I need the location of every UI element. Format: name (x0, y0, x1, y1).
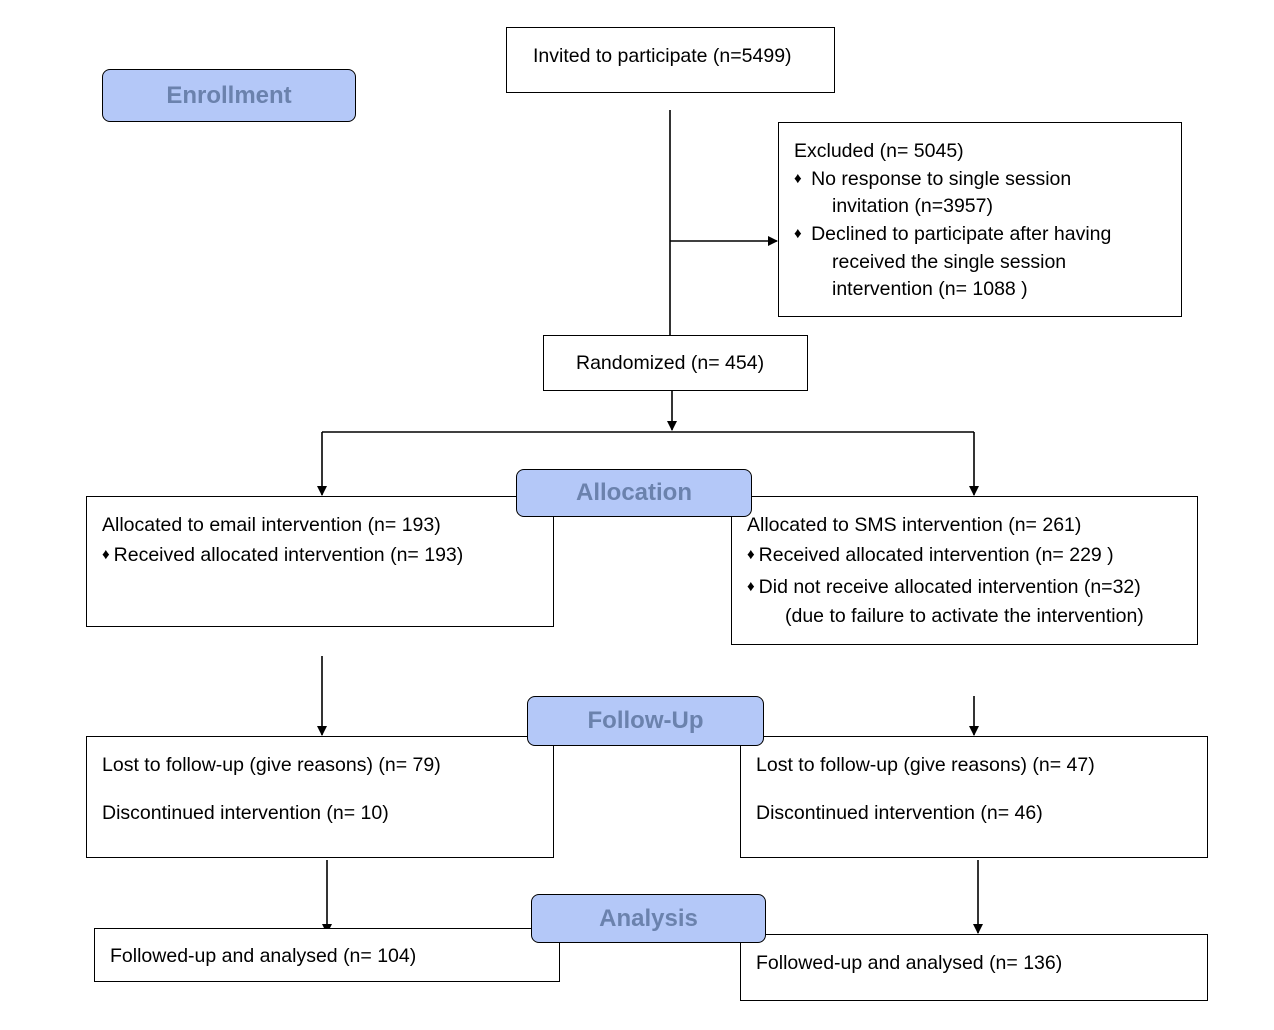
email-allocation-box: Allocated to email intervention (n= 193)… (86, 496, 554, 627)
excluded-title: Excluded (n= 5045) (794, 140, 964, 162)
invited-box: Invited to participate (n=5499) (506, 27, 835, 93)
bullet-icon: ♦ (794, 225, 802, 242)
bullet-icon: ♦ (102, 546, 110, 563)
sms-received-text: Received allocated intervention (n= 229 … (758, 544, 1114, 566)
email-received-text: Received allocated intervention (n= 193) (113, 544, 464, 566)
sms-lost-text: Lost to follow-up (give reasons) (n= 47) (756, 754, 1095, 776)
email-analysis-box: Followed-up and analysed (n= 104) (94, 928, 560, 982)
sms-allocated-text: Allocated to SMS intervention (n= 261) (747, 514, 1082, 536)
email-analysed-text: Followed-up and analysed (n= 104) (110, 945, 417, 967)
randomized-box: Randomized (n= 454) (543, 335, 808, 391)
excluded-box: Excluded (n= 5045) ♦ No response to sing… (778, 122, 1182, 317)
excluded-declined-line-2: received the single session (832, 251, 1067, 273)
allocation-stage-label: Allocation (516, 469, 752, 517)
excluded-declined-line-3: intervention (n= 1088 ) (832, 278, 1028, 300)
invited-text: Invited to participate (n=5499) (533, 45, 792, 67)
randomized-text: Randomized (n= 454) (576, 352, 765, 374)
email-discontinued-text: Discontinued intervention (n= 10) (102, 802, 389, 824)
email-received: ♦Received allocated intervention (n= 193… (102, 544, 463, 567)
sms-discontinued-text: Discontinued intervention (n= 46) (756, 802, 1043, 824)
sms-received: ♦Received allocated intervention (n= 229… (747, 544, 1114, 567)
follow-up-stage-label: Follow-Up (527, 696, 764, 746)
sms-followup-box: Lost to follow-up (give reasons) (n= 47)… (740, 736, 1208, 858)
email-followup-box: Lost to follow-up (give reasons) (n= 79)… (86, 736, 554, 858)
bullet-icon: ♦ (794, 170, 802, 187)
bullet-icon: ♦ (747, 546, 755, 563)
bullet-icon: ♦ (747, 578, 755, 595)
sms-not-received-line-2: (due to failure to activate the interven… (785, 605, 1144, 627)
sms-allocation-box: Allocated to SMS intervention (n= 261) ♦… (731, 496, 1198, 645)
email-allocated-text: Allocated to email intervention (n= 193) (102, 514, 441, 536)
email-lost-text: Lost to follow-up (give reasons) (n= 79) (102, 754, 441, 776)
sms-not-received-line-1: Did not receive allocated intervention (… (758, 576, 1141, 598)
excluded-declined-line-1: Declined to participate after having (811, 223, 1112, 245)
analysis-stage-label: Analysis (531, 894, 766, 943)
sms-analysed-text: Followed-up and analysed (n= 136) (756, 952, 1063, 974)
excluded-no-response-line-1: No response to single session (811, 168, 1072, 190)
sms-not-received: ♦Did not receive allocated intervention … (747, 576, 1141, 599)
excluded-declined: ♦ Declined to participate after having (794, 223, 1111, 246)
excluded-no-response-line-2: invitation (n=3957) (832, 195, 993, 217)
excluded-no-response: ♦ No response to single session (794, 168, 1071, 191)
enrollment-stage-label: Enrollment (102, 69, 356, 122)
sms-analysis-box: Followed-up and analysed (n= 136) (740, 934, 1208, 1001)
